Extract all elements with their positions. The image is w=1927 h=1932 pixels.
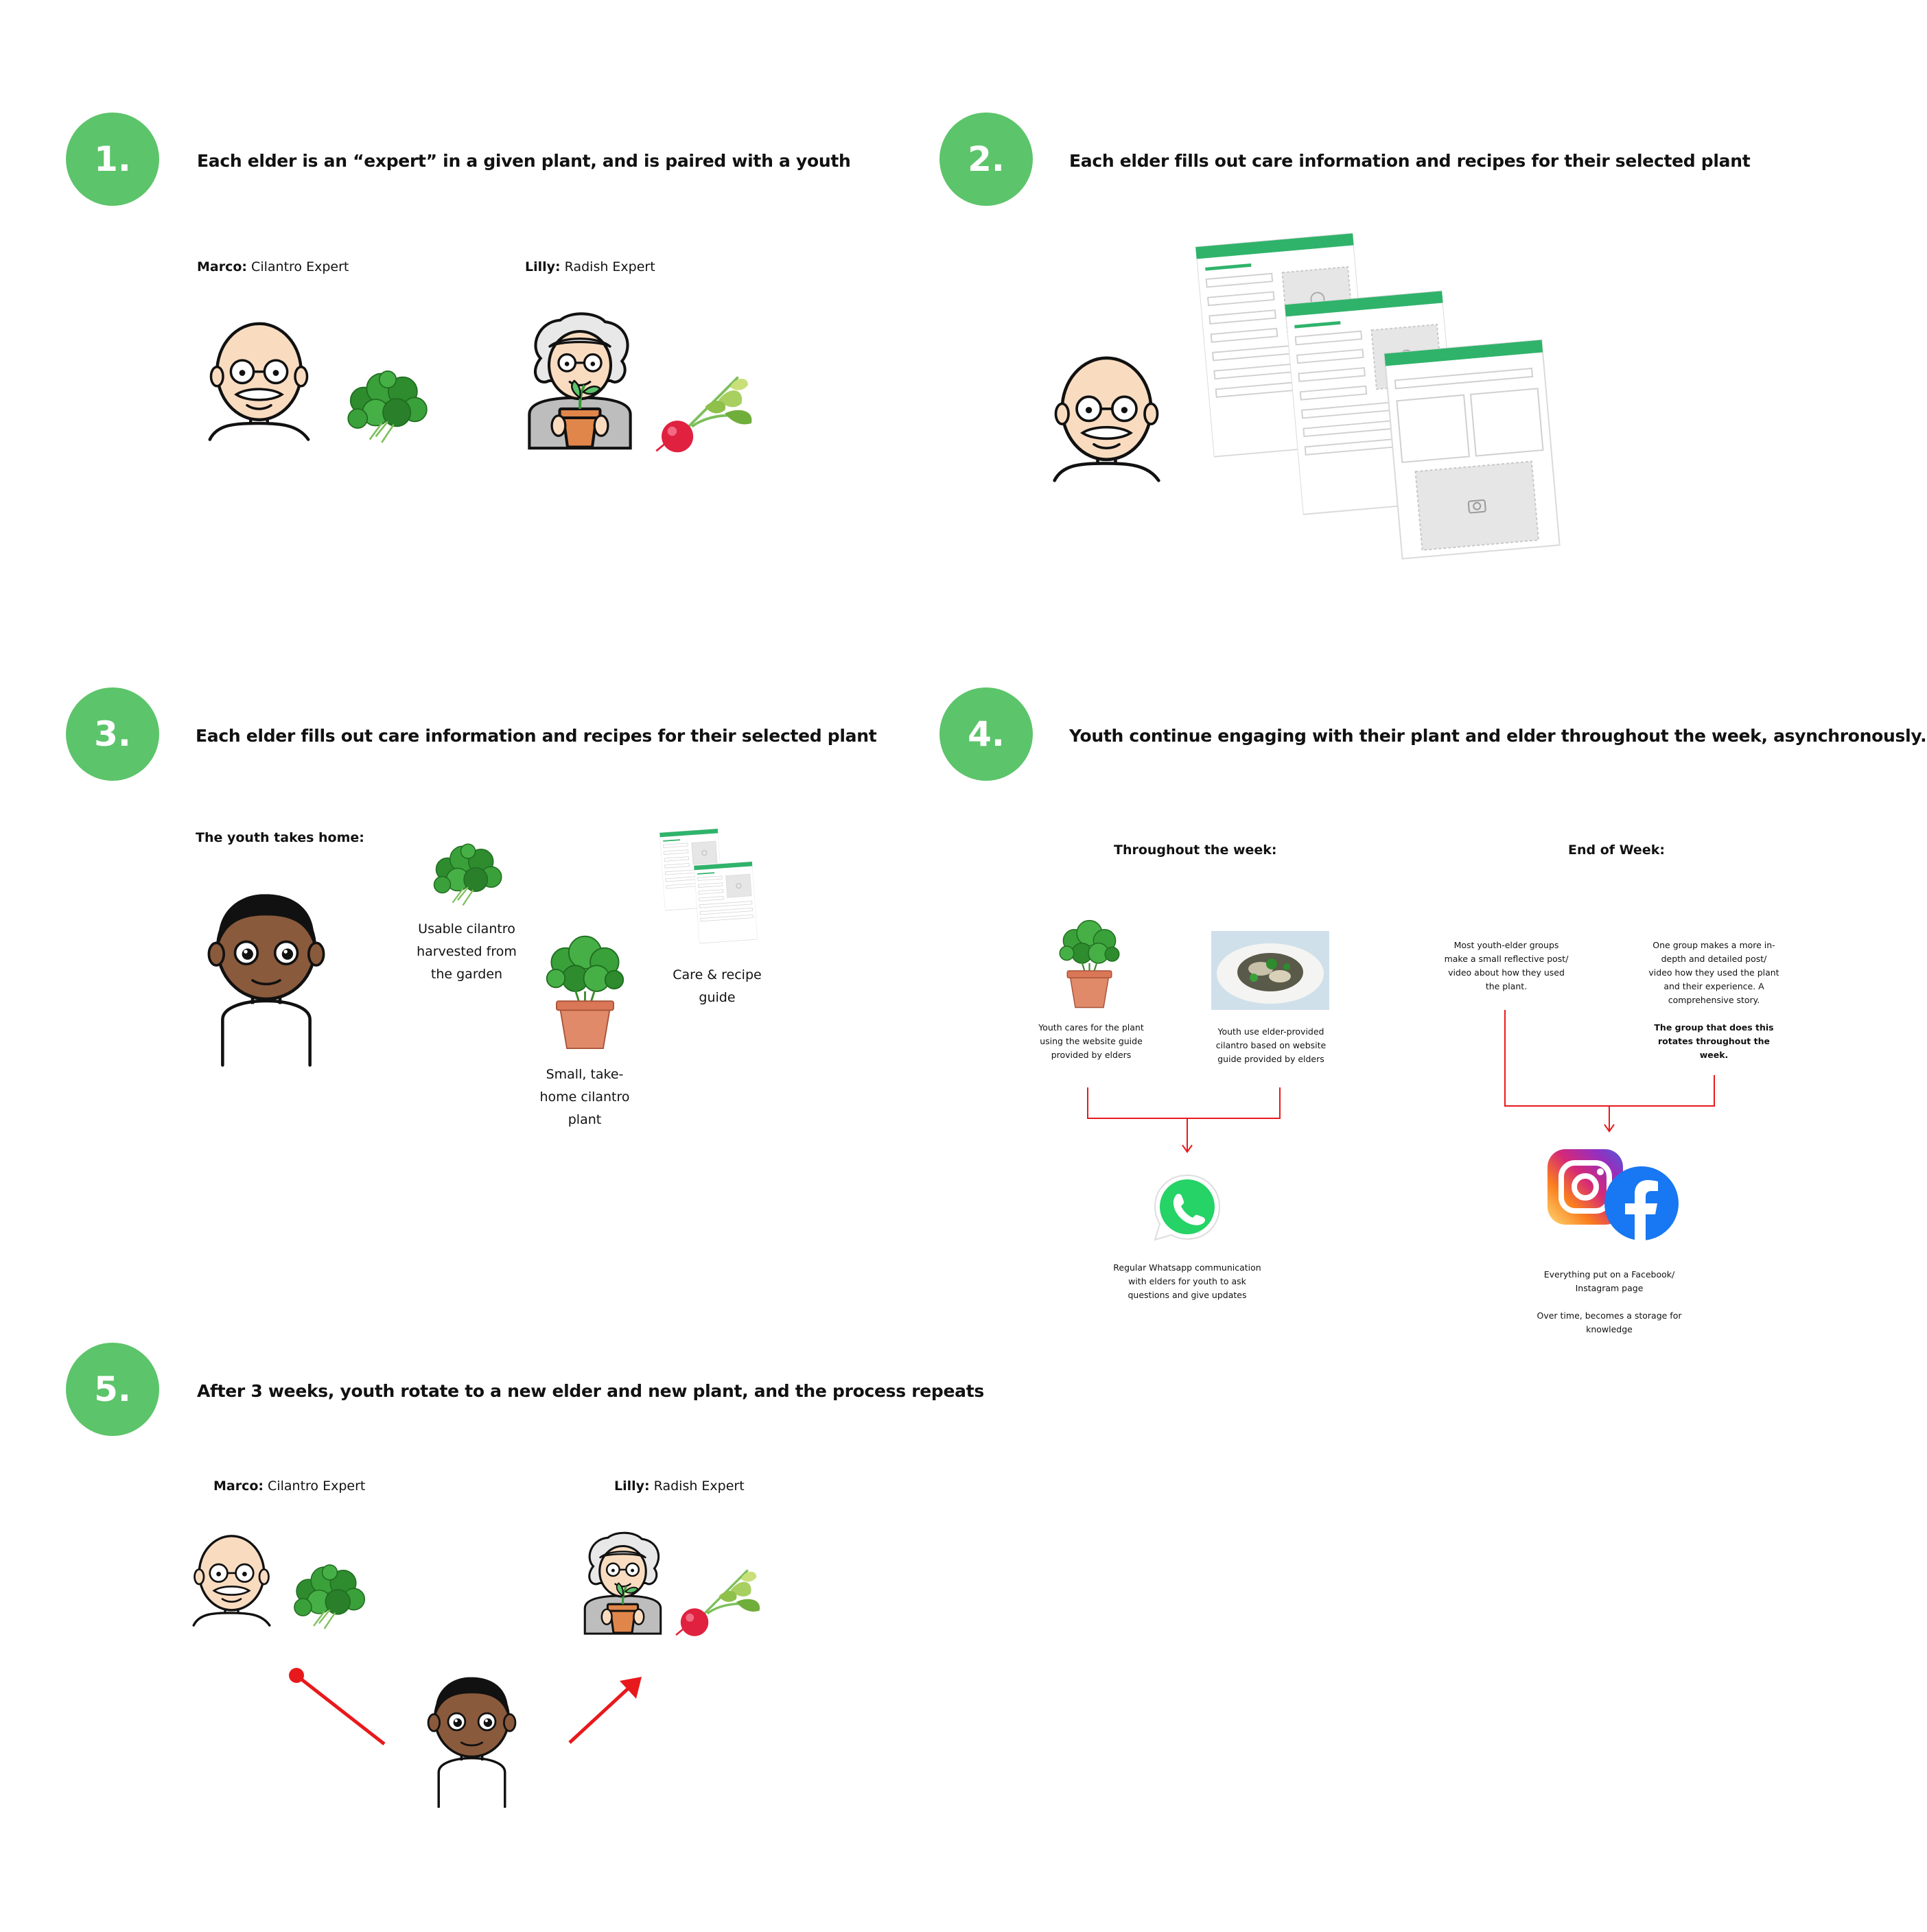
step-3-heading: Each elder fills out care information an…: [196, 726, 877, 746]
youth-icon: [427, 1675, 517, 1808]
step-number: 4.: [968, 714, 1005, 754]
lilly-name: Lilly:: [525, 259, 561, 274]
merge-arrow: [1087, 1087, 1281, 1153]
step-1-badge: 1.: [66, 113, 159, 206]
document-icon: [1383, 339, 1561, 560]
step-2-heading: Each elder fills out care information an…: [1069, 151, 1751, 171]
marco-label: Marco: Cilantro Expert: [197, 259, 349, 274]
elder-woman-icon: [518, 302, 642, 460]
step-4-badge: 4.: [939, 687, 1033, 781]
document-icon: [694, 861, 758, 944]
youth-icon: [198, 885, 335, 1067]
marco-name: Marco:: [213, 1479, 264, 1494]
groups-caption: Most youth-elder groups make a small ref…: [1444, 940, 1569, 991]
step-1-heading: Each elder is an “expert” in a given pla…: [197, 151, 851, 171]
lilly-role: Radish Expert: [560, 259, 655, 274]
takes-home-title: The youth takes home:: [196, 830, 364, 845]
plant-caption: Small, take- home cilantro plant: [539, 1067, 630, 1127]
join-arrow: [568, 1677, 642, 1744]
potted-plant-icon: [1059, 919, 1120, 1009]
one-group-caption: One group makes a more in- depth and det…: [1648, 940, 1779, 1005]
food-caption: Youth use elder-provided cilantro based …: [1215, 1026, 1327, 1064]
elder-man-icon: [199, 316, 319, 449]
step-number: 5.: [94, 1369, 131, 1409]
step-number: 3.: [94, 714, 131, 754]
cilantro-caption: Usable cilantro harvested from the garde…: [417, 921, 517, 982]
lilly-label: Lilly: Radish Expert: [614, 1479, 745, 1494]
rotates-caption: The group that does this rotates through…: [1654, 1022, 1774, 1060]
care-caption: Youth cares for the plant using the webs…: [1038, 1022, 1144, 1060]
elder-woman-icon: [583, 1531, 662, 1635]
step-5-badge: 5.: [66, 1343, 159, 1436]
step-number: 1.: [94, 139, 131, 179]
elder-man-icon: [1043, 350, 1170, 491]
step-number: 2.: [968, 139, 1005, 179]
lilly-label: Lilly: Radish Expert: [525, 259, 655, 274]
cilantro-icon: [293, 1564, 366, 1630]
instagram-icon: [1548, 1149, 1623, 1225]
lilly-name: Lilly:: [614, 1479, 650, 1494]
step-2-badge: 2.: [939, 113, 1033, 206]
elder-man-icon: [192, 1535, 271, 1627]
marco-label: Marco: Cilantro Expert: [213, 1479, 365, 1494]
camera-icon: [1467, 499, 1486, 514]
merge-arrow: [1504, 1010, 1715, 1133]
cilantro-icon: [347, 370, 428, 444]
step-5-heading: After 3 weeks, youth rotate to a new eld…: [197, 1381, 984, 1401]
radish-icon: [655, 375, 754, 454]
step-4-heading: Youth continue engaging with their plant…: [1069, 726, 1927, 746]
social-caption: Everything put on a Facebook/ Instagram …: [1543, 1269, 1675, 1293]
marco-role: Cilantro Expert: [264, 1479, 366, 1494]
guide-caption: Care & recipe guide: [673, 967, 762, 1005]
storage-caption: Over time, becomes a storage for knowled…: [1537, 1310, 1682, 1334]
lilly-role: Radish Expert: [649, 1479, 745, 1494]
food-photo: [1211, 931, 1329, 1010]
facebook-icon: [1604, 1166, 1679, 1240]
whatsapp-caption: Regular Whatsapp communication with elde…: [1113, 1262, 1261, 1300]
end-of-week-title: End of Week:: [1568, 843, 1665, 858]
step-3-badge: 3.: [66, 687, 159, 781]
throughout-week-title: Throughout the week:: [1114, 843, 1277, 858]
potted-plant-icon: [546, 935, 624, 1050]
marco-role: Cilantro Expert: [247, 259, 349, 274]
radish-icon: [675, 1568, 761, 1638]
marco-name: Marco:: [197, 259, 248, 274]
cilantro-icon: [433, 843, 502, 906]
whatsapp-icon: [1154, 1174, 1221, 1241]
leave-arrow: [289, 1668, 386, 1745]
